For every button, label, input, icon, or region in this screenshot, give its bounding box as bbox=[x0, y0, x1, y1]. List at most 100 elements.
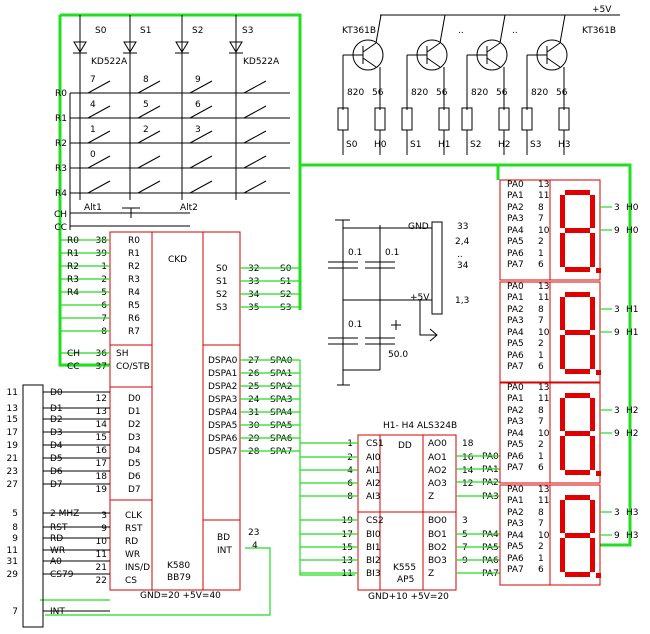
ic-name: CKD bbox=[168, 255, 187, 265]
pa-label: PA1 bbox=[507, 496, 524, 506]
signal-label: SPA6 bbox=[270, 434, 293, 444]
pin-number: 17 bbox=[96, 459, 107, 469]
segment-dot bbox=[596, 370, 601, 375]
pin-number: 15 bbox=[96, 433, 107, 443]
power-pin: 1,3 bbox=[455, 296, 469, 306]
pa-label: PA0 bbox=[507, 180, 524, 190]
resistor-label: S0 bbox=[346, 140, 358, 150]
pin-number: 13 bbox=[538, 180, 549, 190]
pin-number: 1 bbox=[101, 262, 107, 272]
pa-label: PA5 bbox=[507, 339, 524, 349]
key-label: 8 bbox=[143, 75, 149, 85]
wire bbox=[499, 14, 506, 44]
key-switch bbox=[137, 105, 161, 119]
pin-number: 11 bbox=[538, 293, 549, 303]
bus-signal: RST bbox=[50, 523, 68, 533]
pin-name: R2 bbox=[128, 262, 140, 272]
pin-number: 38 bbox=[96, 236, 108, 246]
pin-number: 16 bbox=[96, 446, 108, 456]
key-switch bbox=[243, 180, 267, 194]
pin-number: 11 bbox=[538, 191, 549, 201]
signal-label: H3 bbox=[626, 508, 639, 518]
bus-pin-number: 29 bbox=[7, 570, 19, 580]
pin-number: 1 bbox=[538, 249, 544, 259]
signal-label: R4 bbox=[67, 288, 79, 298]
resistor-label: S2 bbox=[470, 140, 481, 150]
bus-signal: WR bbox=[50, 546, 65, 556]
pin-name: BO0 bbox=[428, 516, 447, 526]
diode-label: S0 bbox=[95, 26, 107, 36]
transistor-dots: .. bbox=[512, 26, 518, 36]
pa-label: PA6 bbox=[507, 452, 524, 462]
pin-name: S3 bbox=[216, 303, 227, 313]
pin-number: 11 bbox=[538, 496, 549, 506]
pin-number: 36 bbox=[96, 349, 108, 359]
diode-symbol bbox=[229, 41, 243, 53]
key-switch bbox=[189, 105, 213, 119]
signal-label: H2 bbox=[626, 429, 639, 439]
pin-number: 2 bbox=[101, 275, 107, 285]
resistor-label: S3 bbox=[530, 140, 541, 150]
bus-pin-number: 8 bbox=[12, 523, 18, 533]
key-switch bbox=[87, 155, 111, 169]
diode-part: KD522A bbox=[91, 57, 128, 67]
pin-name: AO2 bbox=[428, 466, 447, 476]
bus-pin-number: 15 bbox=[7, 415, 18, 425]
ic-part: K580 bbox=[167, 561, 190, 571]
pin-name: SH bbox=[116, 349, 128, 359]
pin-number: 17 bbox=[342, 530, 353, 540]
bus-signal: D4 bbox=[50, 441, 63, 451]
pin-name: CS2 bbox=[366, 516, 384, 526]
key-label: 7 bbox=[90, 75, 96, 85]
row-label: R4 bbox=[55, 189, 67, 199]
signal-label: SPA3 bbox=[270, 395, 292, 405]
bus-signal: D5 bbox=[50, 454, 63, 464]
key-switch bbox=[189, 80, 213, 94]
resistor bbox=[438, 107, 450, 131]
pa-label: PA2 bbox=[507, 406, 524, 416]
pin-name: DSPA7 bbox=[208, 447, 237, 457]
wire bbox=[486, 42, 501, 53]
output-label: PA7 bbox=[482, 569, 499, 579]
resistor bbox=[498, 107, 510, 131]
signal-label: H2 bbox=[626, 406, 639, 416]
segment bbox=[565, 393, 590, 398]
pin-name: D7 bbox=[128, 485, 141, 495]
signal-label: H1 bbox=[626, 328, 639, 338]
dd-part: K555 bbox=[393, 563, 416, 573]
signal-label: S1 bbox=[280, 277, 291, 287]
pin-number: 6 bbox=[101, 301, 107, 311]
pin-number: 9 bbox=[614, 429, 620, 439]
segment bbox=[565, 292, 590, 297]
pin-number: 1 bbox=[538, 554, 544, 564]
pa-label: PA2 bbox=[507, 203, 524, 213]
signal-label: S2 bbox=[280, 290, 291, 300]
pin-number: 9 bbox=[614, 531, 620, 541]
pa-label: PA3 bbox=[507, 519, 524, 529]
output-label: PA0 bbox=[482, 452, 499, 462]
pa-label: PA5 bbox=[507, 440, 524, 450]
decoupling-caps: 0.1 0.1 0.1 50.0 GND +5V 33 2,4 .. 34 1,… bbox=[328, 219, 470, 386]
pin-name: D3 bbox=[128, 433, 141, 443]
segment bbox=[590, 538, 595, 572]
dd-name: DD bbox=[398, 441, 412, 451]
segment bbox=[590, 233, 595, 267]
resistor bbox=[374, 107, 386, 131]
key-switch bbox=[243, 80, 267, 94]
key-switch bbox=[137, 130, 161, 144]
pin-name: BO2 bbox=[428, 543, 447, 553]
bus-signal: D6 bbox=[50, 467, 63, 477]
pin-number: 5 bbox=[462, 530, 468, 540]
pin-number: 7 bbox=[101, 314, 107, 324]
row-label: R0 bbox=[55, 89, 67, 99]
pin-number: 34 bbox=[248, 290, 260, 300]
wire bbox=[362, 42, 377, 53]
bus-signal: D0 bbox=[50, 388, 63, 398]
pin-number: 6 bbox=[538, 463, 544, 473]
segment bbox=[560, 297, 565, 330]
pa-label: PA5 bbox=[507, 237, 524, 247]
pa-label: PA4 bbox=[507, 429, 524, 439]
output-label: PA1 bbox=[482, 465, 499, 475]
